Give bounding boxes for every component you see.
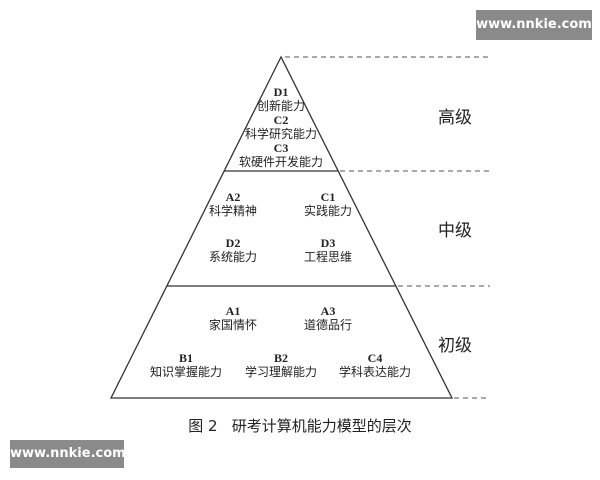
pyramid-outline [109,55,454,399]
watermark-top-right: www.nnkie.com [476,10,592,40]
level-high: 高级 [438,108,472,128]
figure-caption: 图 2 研考计算机能力模型的层次 [188,417,412,435]
level-low: 初级 [438,336,472,356]
level-dashed-lines [285,56,490,399]
level-mid: 中级 [438,221,472,241]
watermark-bottom-left: www.nnkie.com [10,440,126,468]
